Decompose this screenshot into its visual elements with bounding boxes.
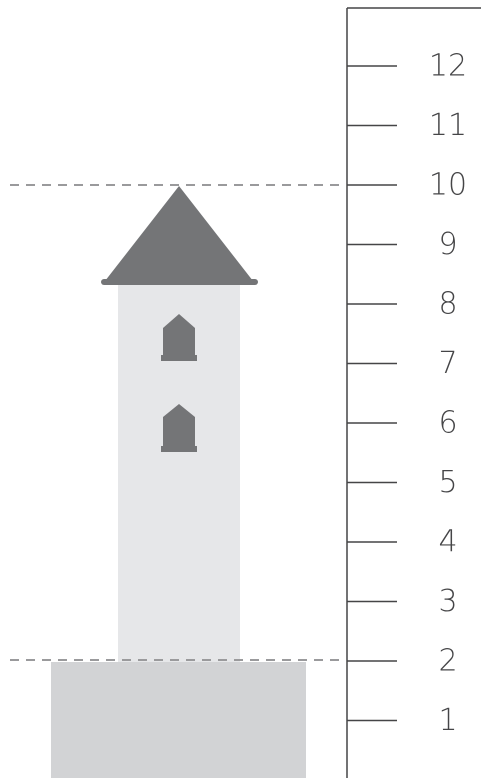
ruler-tick-label-6: 6 [438,406,457,441]
ruler-tick-label-4: 4 [438,525,457,560]
ruler-tick-label-2: 2 [438,644,457,679]
ruler-tick-label-7: 7 [438,346,457,381]
ruler-tick-label-8: 8 [438,287,457,322]
ruler-tick-label-9: 9 [438,227,457,262]
tower-window-upper [161,314,197,361]
ruler-tick-label-5: 5 [438,465,457,500]
ruler-tick-label-12: 12 [429,49,467,84]
ground-block [51,662,306,778]
tower-roof [101,186,258,285]
ruler-tick-label-3: 3 [438,584,457,619]
tower-window-lower [161,404,197,452]
ruler-tick-label-11: 11 [429,108,467,143]
ruler-tick-label-1: 1 [438,703,457,738]
ruler-tick-label-10: 10 [429,168,467,203]
